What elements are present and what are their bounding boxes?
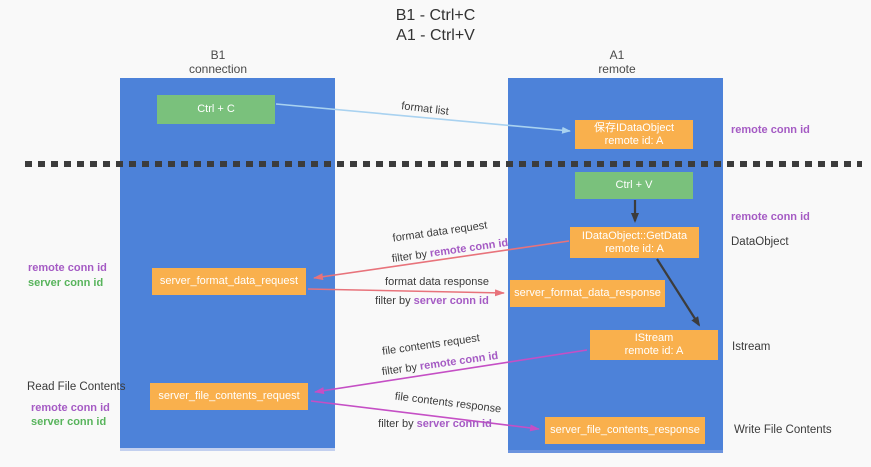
- column-header-b1: B1 connection: [158, 48, 278, 76]
- save-dataobject-line1: 保存IDataObject: [593, 121, 675, 134]
- column-b1-role: connection: [188, 62, 248, 76]
- getdata-to-istream-arrow: [656, 258, 701, 327]
- server-conn-id-text: server conn id: [413, 295, 489, 307]
- format-data-response-label: format data response: [385, 276, 489, 288]
- istream-box: IStream remote id: A: [590, 330, 718, 360]
- ctrl-c-box: Ctrl + C: [157, 95, 275, 124]
- server-conn-id-text: server conn id: [416, 418, 492, 430]
- file-contents-response-arrow: [310, 400, 540, 432]
- server-format-data-request-label: server_format_data_request: [159, 275, 299, 287]
- dataobject-label: DataObject: [731, 236, 789, 248]
- format-list-arrow: [275, 103, 571, 134]
- left-remote-conn-id-label: remote conn id: [28, 262, 107, 274]
- left-remote-conn-id-label-2: remote conn id: [31, 402, 110, 414]
- title-line-1: B1 - Ctrl+C: [395, 7, 476, 24]
- server-file-contents-response-label: server_file_contents_response: [550, 424, 700, 436]
- right-remote-conn-id-label-top: remote conn id: [731, 124, 810, 136]
- left-server-conn-id-label-2: server conn id: [31, 416, 107, 428]
- server-file-contents-response-box: server_file_contents_response: [545, 417, 705, 444]
- format-data-response-arrow: [307, 288, 505, 297]
- read-file-contents-label: Read File Contents: [27, 381, 126, 393]
- column-b1-name: B1: [210, 48, 226, 62]
- ctrl-v-label: Ctrl + V: [615, 179, 653, 191]
- getdata-line1: IDataObject::GetData: [581, 229, 688, 242]
- ctrl-c-label: Ctrl + C: [197, 103, 235, 115]
- ctrl-v-box: Ctrl + V: [575, 172, 693, 199]
- file-contents-request-arrow: [314, 349, 588, 395]
- filter-by-text: filter by: [378, 418, 414, 430]
- save-dataobject-box: 保存IDataObject remote id: A: [575, 120, 693, 149]
- left-server-conn-id-label: server conn id: [28, 277, 104, 289]
- write-file-contents-label: Write File Contents: [734, 424, 832, 436]
- getdata-box: IDataObject::GetData remote id: A: [570, 227, 699, 258]
- right-remote-conn-id-label-mid: remote conn id: [731, 211, 810, 223]
- column-a1-role: remote: [598, 62, 636, 76]
- server-format-data-response-box: server_format_data_response: [510, 280, 665, 307]
- save-dataobject-line2: remote id: A: [604, 134, 664, 147]
- filter-by-text: filter by: [375, 295, 411, 307]
- istream-line1: IStream: [634, 332, 674, 344]
- server-format-data-request-box: server_format_data_request: [152, 268, 306, 295]
- getdata-line2: remote id: A: [605, 242, 664, 255]
- server-file-contents-request-label: server_file_contents_request: [158, 390, 300, 402]
- istream-line2: remote id: A: [624, 345, 684, 357]
- column-header-a1: A1 remote: [557, 48, 677, 76]
- diagram-title: B1 - Ctrl+C A1 - Ctrl+V: [0, 6, 871, 46]
- istream-side-label: Istream: [732, 341, 771, 353]
- column-a1-name: A1: [609, 48, 625, 62]
- server-format-data-response-label: server_format_data_response: [514, 287, 661, 299]
- title-line-2: A1 - Ctrl+V: [396, 27, 475, 44]
- format-data-request-arrow: [313, 240, 570, 281]
- server-file-contents-request-box: server_file_contents_request: [150, 383, 308, 410]
